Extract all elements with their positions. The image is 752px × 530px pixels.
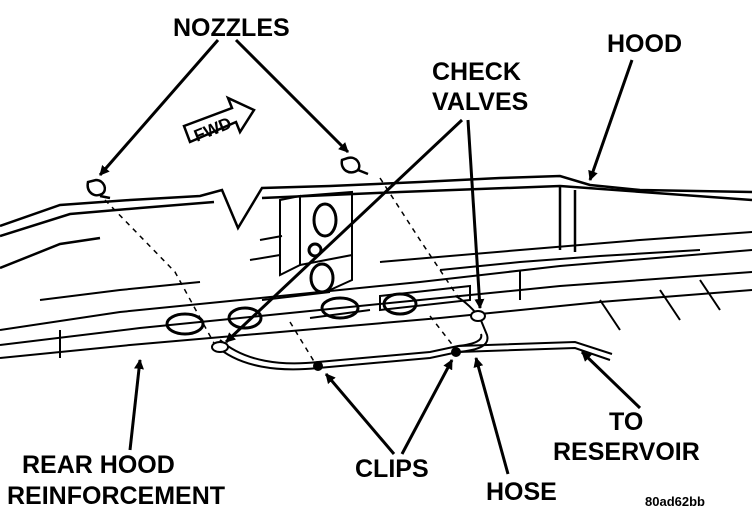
check-valves-label-line2: VALVES <box>432 88 528 116</box>
hose-routing-dashes <box>104 177 461 369</box>
hood-panel <box>0 174 752 270</box>
to-reservoir-label-line1: TO <box>609 408 643 436</box>
clip-left <box>313 361 323 371</box>
nozzles-arrow-left <box>98 39 220 176</box>
rear-hood-label-line1: REAR HOOD <box>22 451 175 479</box>
nozzle-right <box>340 156 369 176</box>
hood-arrow <box>588 59 634 181</box>
nozzles-label: NOZZLES <box>173 14 290 42</box>
leader-arrows <box>98 38 642 475</box>
fwd-arrow: FWD <box>182 95 256 146</box>
check-valve-left <box>211 341 229 353</box>
hose-arrow <box>473 357 510 475</box>
clips-label: CLIPS <box>355 455 429 483</box>
reinforcement-openings <box>165 202 418 336</box>
nozzles-arrow-right <box>234 38 350 154</box>
rear-hood-label-line2: REINFORCEMENT <box>7 482 225 510</box>
check-valve-right <box>470 310 486 322</box>
check-valves-arrow-left <box>224 118 464 344</box>
reservoir-arrow <box>580 350 642 410</box>
fwd-label: FWD <box>191 114 234 146</box>
hood-label: HOOD <box>607 30 682 58</box>
clips-arrow-right <box>400 359 454 455</box>
nozzle-left <box>86 178 111 200</box>
rear-hood-reinforcement-structure <box>0 190 752 359</box>
clip-right <box>451 347 461 357</box>
figure-id: 80ad62bb <box>645 494 705 509</box>
to-reservoir-label-line2: RESERVOIR <box>553 438 700 466</box>
rear-hood-arrow <box>128 359 144 451</box>
hose-label: HOSE <box>486 478 557 506</box>
check-valves-arrow-right <box>466 119 485 309</box>
check-valves-label-line1: CHECK <box>432 58 521 86</box>
clips-arrow-left <box>324 373 396 455</box>
